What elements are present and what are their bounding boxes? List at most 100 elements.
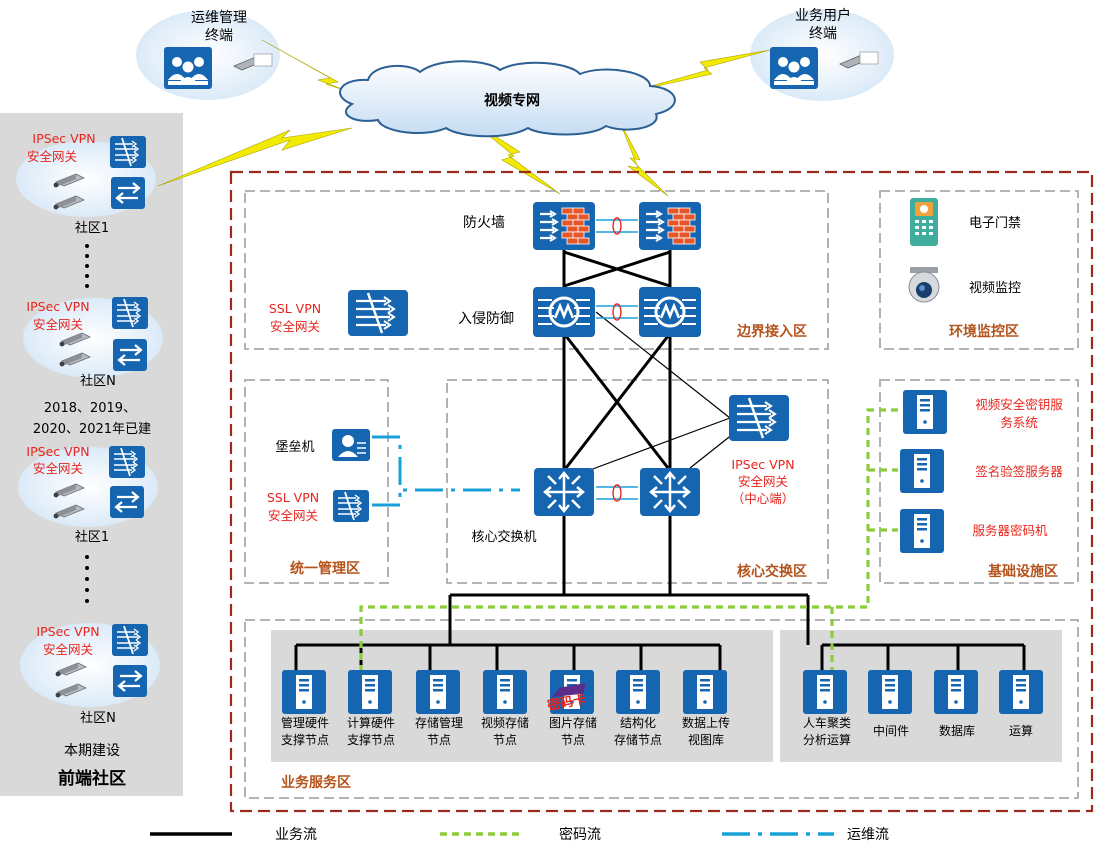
- server-icon-a4: [483, 670, 527, 714]
- crypto-card-label: 密码卡: [545, 691, 587, 714]
- infra-zone-frame: [879, 379, 1079, 584]
- server-a2-line1: 计算硬件: [347, 715, 395, 730]
- ha-links: [596, 217, 638, 502]
- ops-flow-lines: [372, 435, 520, 507]
- ips-1-icon: [531, 285, 597, 339]
- server-a6-line1: 结构化: [620, 715, 656, 730]
- ipsec-center-icon: [727, 393, 791, 443]
- ips-label: 入侵防御: [458, 310, 514, 327]
- boundary-zone-frame: [244, 190, 829, 350]
- server-icon-a7: [683, 670, 727, 714]
- community-na-label: 社区N: [80, 373, 116, 389]
- server-a1-line1: 管理硬件: [281, 715, 329, 730]
- firewall-1-icon: [531, 200, 597, 252]
- infra-zone-title: 基础设施区: [988, 563, 1058, 580]
- bastion-label: 堡垒机: [275, 439, 314, 455]
- server-a1-line2: 支撑节点: [281, 732, 329, 747]
- community-nb-label: 社区N: [80, 710, 116, 726]
- community-nb-group: IPSec VPN 安全网关 社区N: [20, 623, 160, 726]
- mgmt-zone-frame: [244, 379, 389, 584]
- svg-text:安全网关: 安全网关: [27, 149, 77, 164]
- ssl-vpn-boundary-icon: [346, 288, 410, 338]
- sign-verify-label: 签名验签服务器: [975, 464, 1063, 479]
- ssl-vpn-mgmt-line2: 安全网关: [268, 508, 318, 523]
- server-icon-b4: [999, 670, 1043, 714]
- server-b2-label: 中间件: [873, 723, 909, 738]
- server-icon-a6: [616, 670, 660, 714]
- built-note-line2: 2020、2021年已建: [33, 422, 151, 437]
- server-icon-a1: [282, 670, 326, 714]
- server-a2-line2: 支撑节点: [347, 732, 395, 747]
- crypto-card-stamp: 密码卡: [545, 683, 587, 714]
- biz-terminal-blob: 业务用户 终端: [750, 7, 894, 101]
- server-a4-line1: 视频存储: [481, 715, 529, 730]
- legend: 业务流 密码流 运维流: [150, 826, 889, 843]
- ops-terminal-line1: 运维管理: [191, 10, 247, 26]
- video-network-cloud: 视频专网: [339, 60, 676, 138]
- ops-terminal-blob: 运维管理 终端: [136, 10, 280, 100]
- svg-text:安全网关: 安全网关: [33, 317, 83, 332]
- svg-text:IPSec VPN: IPSec VPN: [26, 444, 89, 459]
- server-b3-label: 数据库: [939, 723, 975, 738]
- biz-terminal-line2: 终端: [809, 26, 837, 42]
- key-mgmt-line2: 务系统: [1000, 415, 1038, 430]
- svg-text:安全网关: 安全网关: [43, 642, 93, 657]
- vpn-label-line2: 安全网关: [33, 317, 83, 332]
- ssl-vpn-boundary-line1: SSL VPN: [269, 301, 321, 316]
- ipsec-center-line3: （中心端）: [732, 491, 795, 506]
- svg-text:IPSec VPN: IPSec VPN: [26, 299, 89, 314]
- server-icon-b1: [803, 670, 847, 714]
- env-zone-frame: [879, 190, 1079, 350]
- community-1a-label: 社区1: [75, 220, 109, 236]
- ipsec-center-line1: IPSec VPN: [731, 457, 794, 472]
- community-1b-group: IPSec VPN 安全网关 社区1: [18, 444, 158, 545]
- ips-2-icon: [637, 285, 703, 339]
- service-labels-a: 管理硬件 支撑节点 计算硬件 支撑节点 存储管理 节点 视频存储 节点 图片存储…: [281, 715, 730, 747]
- ssl-vpn-mgmt-line1: SSL VPN: [267, 490, 319, 505]
- ssl-vpn-mgmt-icon: [332, 489, 370, 523]
- legend-business-label: 业务流: [275, 827, 317, 843]
- server-b4-label: 运算: [1009, 723, 1033, 738]
- vpn-label-line2: 安全网关: [33, 461, 83, 476]
- community-na-group: IPSec VPN 安全网关 社区N: [23, 296, 163, 389]
- built-note-line1: 2018、2019、: [44, 401, 136, 416]
- ellipsis-dots: [85, 244, 89, 288]
- server-a4-line2: 节点: [493, 733, 517, 747]
- crypto-machine-icon: [900, 509, 944, 553]
- server-a6-line2: 存储节点: [614, 732, 662, 747]
- boundary-zone-title: 边界接入区: [736, 323, 807, 340]
- server-a5-line1: 图片存储: [549, 715, 597, 730]
- video-network-label: 视频专网: [484, 92, 540, 109]
- service-zone-frame: [244, 619, 1079, 799]
- service-labels-b: 人车聚类 分析运算 中间件 数据库 运算: [803, 715, 1033, 747]
- community-1b-label: 社区1: [75, 529, 109, 545]
- ops-terminal-line2: 终端: [205, 28, 233, 44]
- vpn-label-line1: IPSec VPN: [36, 624, 99, 639]
- ellipsis-dots: [85, 555, 89, 603]
- datacenter-boundary: [229, 170, 1094, 813]
- sign-verify-server-icon: [900, 449, 944, 493]
- crypto-machine-label: 服务器密码机: [972, 523, 1048, 538]
- server-icon-b3: [934, 670, 978, 714]
- core-zone-title: 核心交换区: [737, 563, 807, 580]
- server-b1-line2: 分析运算: [803, 732, 851, 747]
- crypto-flow-lines: [359, 408, 898, 672]
- server-a7-line2: 视图库: [688, 732, 724, 747]
- core-switch-2-icon: [638, 466, 702, 518]
- core-zone-frame: [446, 379, 829, 584]
- firewall-2-icon: [637, 200, 703, 252]
- front-community-title: 前端社区: [58, 768, 126, 789]
- community-1a-group: IPSec VPN 安全网关 社区1: [16, 131, 156, 236]
- server-b1-line1: 人车聚类: [803, 715, 851, 730]
- server-icon-b2: [868, 670, 912, 714]
- vpn-label-line2: 安全网关: [27, 149, 77, 164]
- ipsec-center-line2: 安全网关: [738, 474, 788, 489]
- legend-ops-label: 运维流: [847, 827, 889, 843]
- vpn-label-line1: IPSec VPN: [32, 131, 95, 146]
- camera-label: 视频监控: [969, 281, 1021, 296]
- door-access-label: 电子门禁: [969, 216, 1021, 231]
- service-zone-title: 业务服务区: [281, 774, 351, 791]
- ssl-vpn-boundary-line2: 安全网关: [270, 319, 320, 334]
- core-switch-1-icon: [532, 466, 596, 518]
- legend-crypto-label: 密码流: [559, 826, 601, 843]
